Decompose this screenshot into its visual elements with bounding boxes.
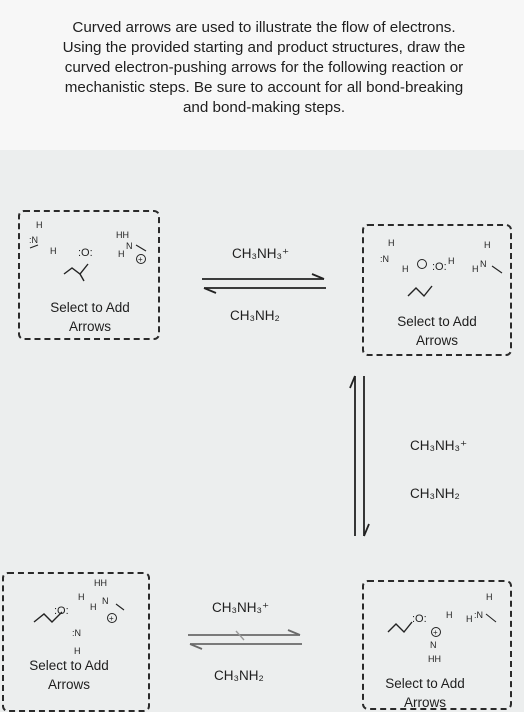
atom-h: H bbox=[74, 646, 81, 656]
intermediate-structure-box[interactable]: H :N H :O: H H H N Select to Add Arrows bbox=[362, 224, 512, 356]
atom-h: H bbox=[90, 602, 97, 612]
bond bbox=[79, 273, 85, 282]
charge-plus: + bbox=[433, 628, 438, 637]
add-arrows-button-step1[interactable]: Select to Add Arrows bbox=[40, 298, 140, 336]
add-arrows-button-step3[interactable]: Select to Add Arrows bbox=[14, 656, 124, 694]
add-arrows-button-step2[interactable]: Select to Add Arrows bbox=[382, 312, 492, 350]
atom-n: N bbox=[102, 596, 109, 606]
add-arrows-label: Arrows bbox=[415, 333, 458, 348]
atom-h-pair: HH bbox=[94, 578, 107, 588]
starting-structure-drawing: H :N H :O: HH H N + bbox=[29, 220, 147, 282]
add-arrows-label: Arrows bbox=[68, 319, 111, 334]
carbon-chain bbox=[33, 611, 63, 623]
atom-o: :O: bbox=[54, 605, 69, 617]
atom-h: H bbox=[446, 610, 453, 620]
atom-n: N bbox=[480, 259, 487, 269]
atom-n: :N bbox=[72, 628, 81, 638]
carbon-chain bbox=[63, 263, 89, 275]
reverse-reagent-step2: CH₃NH₂ bbox=[410, 486, 460, 501]
atom-n: :N bbox=[474, 610, 483, 620]
bond bbox=[485, 613, 497, 623]
product-structure-drawing-right: H H H :N :O: + N HH bbox=[387, 592, 497, 664]
atom-o: :O: bbox=[432, 261, 447, 273]
charge-plus: + bbox=[138, 255, 143, 264]
atom-h: H bbox=[402, 264, 409, 274]
charge-plus: + bbox=[109, 614, 114, 623]
positive-charge-icon bbox=[136, 254, 146, 264]
bond bbox=[135, 244, 147, 252]
instructions-panel: Curved arrows are used to illustrate the… bbox=[0, 0, 524, 150]
negative-charge-icon bbox=[417, 259, 427, 269]
add-arrows-label: Select to Add bbox=[385, 676, 465, 691]
atom-h: H bbox=[78, 592, 85, 602]
product-structure-box-right[interactable]: H H H :N :O: + N HH Select to Add Arrows bbox=[362, 580, 512, 710]
positive-charge-icon bbox=[431, 627, 441, 637]
atom-h: H bbox=[118, 249, 125, 259]
instructions-text: Curved arrows are used to illustrate the… bbox=[22, 18, 506, 118]
intermediate-structure-drawing: H :N H :O: H H H N bbox=[380, 238, 503, 298]
equilibrium-arrows-step2 bbox=[349, 375, 370, 537]
forward-reagent-step3: CH₃NH₃⁺ bbox=[212, 600, 270, 615]
add-arrows-button-step4[interactable]: Select to Add Arrows bbox=[370, 674, 480, 712]
atom-h: H bbox=[448, 256, 455, 266]
carbon-chain bbox=[407, 285, 433, 298]
carbon-chain bbox=[387, 621, 413, 634]
atom-h: H bbox=[472, 264, 479, 274]
bond bbox=[115, 603, 125, 611]
atom-o: :O: bbox=[412, 613, 427, 625]
atom-h-pair: HH bbox=[116, 230, 129, 240]
equilibrium-arrows-step1 bbox=[202, 273, 326, 294]
reverse-reagent-step3: CH₃NH₂ bbox=[214, 668, 264, 683]
forward-reagent-step2: CH₃NH₃⁺ bbox=[410, 438, 468, 453]
add-arrows-label: Arrows bbox=[47, 677, 90, 692]
product-structure-drawing-left: HH H :O: H N + :N H bbox=[33, 578, 125, 656]
atom-h: H bbox=[388, 238, 395, 248]
add-arrows-label: Arrows bbox=[403, 695, 446, 710]
instructions-line: curved electron-pushing arrows for the f… bbox=[64, 59, 464, 76]
positive-charge-icon bbox=[107, 613, 117, 623]
bond bbox=[29, 244, 39, 249]
atom-n: N bbox=[126, 241, 133, 251]
atom-h: H bbox=[50, 246, 57, 256]
atom-h-pair: HH bbox=[428, 654, 441, 664]
add-arrows-label: Select to Add bbox=[50, 300, 130, 315]
instructions-line: and bond-making steps. bbox=[182, 99, 346, 116]
product-structure-box-left[interactable]: HH H :O: H N + :N H Select to Add Arrows bbox=[2, 572, 150, 712]
atom-h: H bbox=[484, 240, 491, 250]
instructions-line: Using the provided starting and product … bbox=[62, 39, 466, 56]
atom-h: H bbox=[466, 614, 473, 624]
bond bbox=[491, 265, 503, 274]
add-arrows-label: Select to Add bbox=[397, 314, 477, 329]
starting-structure-box[interactable]: H :N H :O: HH H N + Select to Add Arrows bbox=[18, 210, 160, 340]
atom-h: H bbox=[486, 592, 493, 602]
atom-o: :O: bbox=[78, 247, 93, 259]
reverse-reagent-step1: CH₃NH₂ bbox=[230, 308, 280, 323]
instructions-line: Curved arrows are used to illustrate the… bbox=[72, 19, 456, 36]
instructions-line: mechanistic steps. Be sure to account fo… bbox=[64, 79, 464, 96]
equilibrium-arrows-step3 bbox=[188, 629, 302, 650]
atom-n: :N bbox=[380, 254, 389, 264]
atom-h: H bbox=[36, 220, 43, 230]
atom-n: :N bbox=[29, 235, 38, 245]
atom-n: N bbox=[430, 640, 437, 650]
forward-reagent-step1: CH₃NH₃⁺ bbox=[232, 246, 290, 261]
add-arrows-label: Select to Add bbox=[29, 658, 109, 673]
